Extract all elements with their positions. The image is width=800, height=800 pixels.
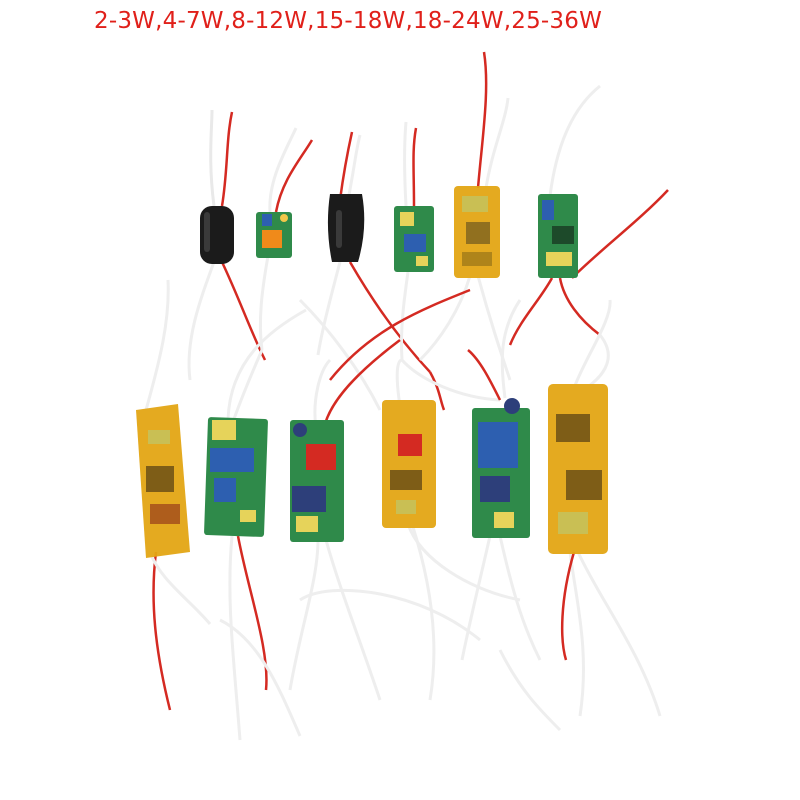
middle-wire-tangle	[231, 288, 610, 424]
driver-top-2-small-pcb	[256, 127, 314, 351]
driver-top-5-yellow-tape	[418, 51, 512, 381]
driver-bottom-2-pcb-blue-transformer	[204, 308, 307, 741]
driver-bottom-5-pcb-blue-transformer	[460, 349, 542, 661]
driver-top-6-pcb	[508, 84, 669, 346]
bottom-wire-tails	[219, 588, 562, 737]
driver-top-4-pcb	[394, 121, 434, 361]
driver-bottom-3-pcb-red-transformer	[288, 339, 401, 701]
driver-bottom-6-yellow-tape	[548, 299, 662, 717]
driver-top-3-black-shrink	[316, 131, 431, 373]
wattage-caption: 2-3W,4-7W,8-12W,15-18W,18-24W,25-36W	[94, 8, 603, 34]
driver-top-1-black-shrink	[187, 109, 267, 381]
driver-bottom-1-yellow-tape	[136, 279, 212, 711]
